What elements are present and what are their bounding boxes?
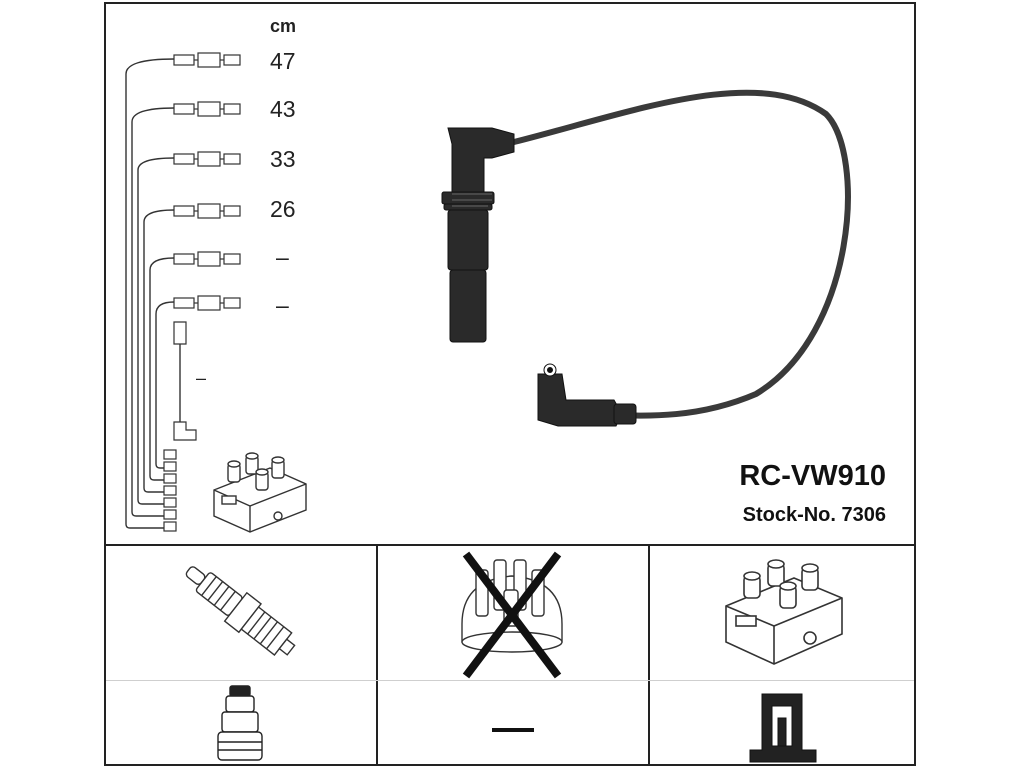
unit-label: cm (270, 16, 297, 36)
cable-length-5: – (276, 244, 289, 270)
vertical-divider-2 (648, 544, 650, 764)
ignition-cable-illustration (441, 89, 851, 427)
cable-length-6: – (276, 292, 289, 318)
cable-wire (511, 89, 851, 419)
small-coil-icon (213, 452, 307, 533)
not-applicable-cross-icon (462, 551, 562, 679)
row-connector (173, 251, 241, 267)
terminal-block-stack (163, 449, 177, 532)
stock-number: Stock-No. 7306 (742, 504, 886, 526)
cable-length-4: 26 (270, 196, 296, 222)
straight-boot-icon (217, 685, 263, 761)
diagram-frame: cm 47 43 33 26 – – – (104, 2, 916, 766)
coil-end-boot (537, 363, 637, 427)
row-connector (173, 52, 241, 68)
ignition-coil-icon (725, 559, 843, 665)
row-divider (106, 680, 914, 681)
spark-plug-boot (441, 127, 515, 343)
vertical-divider-1 (376, 544, 378, 764)
cable-set-schematic (125, 52, 241, 532)
row-connector (173, 101, 241, 117)
cable-length-2: 43 (270, 96, 296, 122)
row-connector (173, 203, 241, 219)
cable-length-1: 47 (270, 48, 296, 74)
coil-lead-connector (173, 321, 197, 441)
horizontal-divider (106, 544, 914, 546)
spark-plug-icon (185, 566, 296, 656)
coil-tower-socket-icon (749, 693, 817, 763)
coil-lead-length: – (196, 368, 207, 388)
product-title: RC-VW910 (739, 460, 886, 492)
row-connector (173, 295, 241, 311)
no-connector-dash (492, 728, 534, 732)
row-connector (173, 151, 241, 167)
cable-length-3: 33 (270, 146, 296, 172)
